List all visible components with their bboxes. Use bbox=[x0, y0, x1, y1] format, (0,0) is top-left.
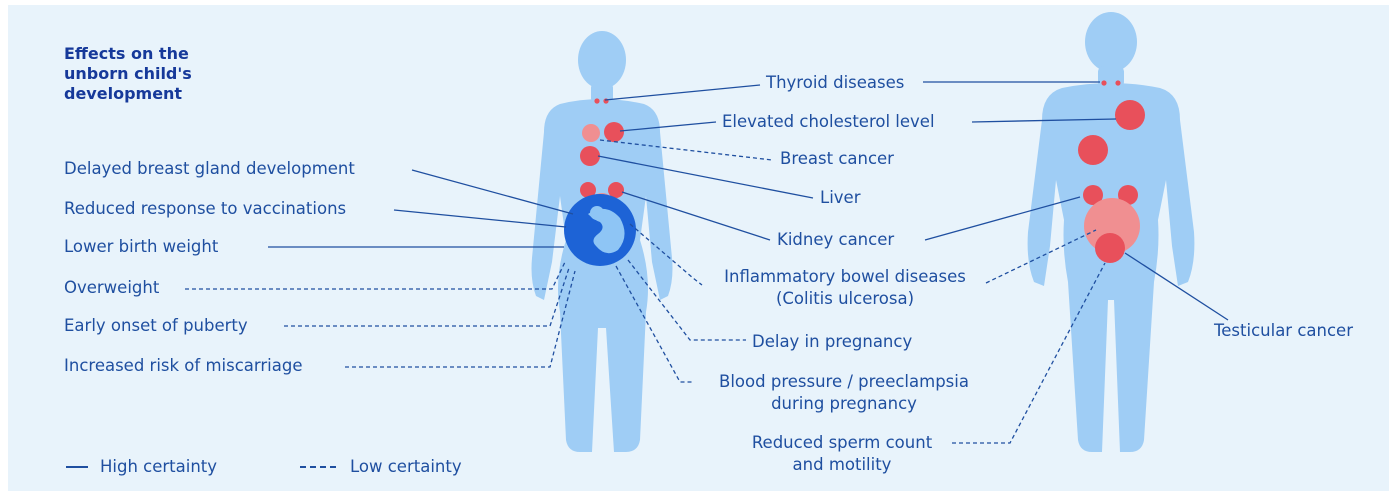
thyroid-dot bbox=[594, 98, 599, 103]
label-birth-weight: Lower birth weight bbox=[64, 236, 218, 258]
section-title: Effects on the unborn child's developmen… bbox=[64, 44, 264, 104]
label-delay-pregnancy: Delay in pregnancy bbox=[752, 331, 912, 353]
label-sperm: Reduced sperm count and motility bbox=[736, 432, 948, 476]
label-blood-pressure: Blood pressure / preeclampsia during pre… bbox=[696, 371, 992, 415]
label-miscarriage: Increased risk of miscarriage bbox=[64, 355, 303, 377]
womb-circle bbox=[564, 194, 636, 266]
label-kidney-cancer: Kidney cancer bbox=[777, 229, 894, 251]
label-thyroid: Thyroid diseases bbox=[766, 72, 904, 94]
breast-circle bbox=[582, 124, 600, 142]
label-cholesterol: Elevated cholesterol level bbox=[722, 111, 935, 133]
label-ibd: Inflammatory bowel diseases (Colitis ulc… bbox=[700, 266, 990, 310]
label-breast-gland: Delayed breast gland development bbox=[64, 158, 355, 180]
label-testicular: Testicular cancer bbox=[1214, 320, 1353, 342]
label-breast-cancer: Breast cancer bbox=[780, 148, 894, 170]
cholesterol-circle bbox=[604, 122, 624, 142]
label-liver: Liver bbox=[820, 187, 860, 209]
liver-circle bbox=[580, 146, 600, 166]
label-overweight: Overweight bbox=[64, 277, 159, 299]
label-vaccinations: Reduced response to vaccinations bbox=[64, 198, 346, 220]
label-puberty: Early onset of puberty bbox=[64, 315, 248, 337]
legend-high-certainty: High certainty bbox=[100, 456, 217, 478]
legend-low-certainty: Low certainty bbox=[350, 456, 462, 478]
